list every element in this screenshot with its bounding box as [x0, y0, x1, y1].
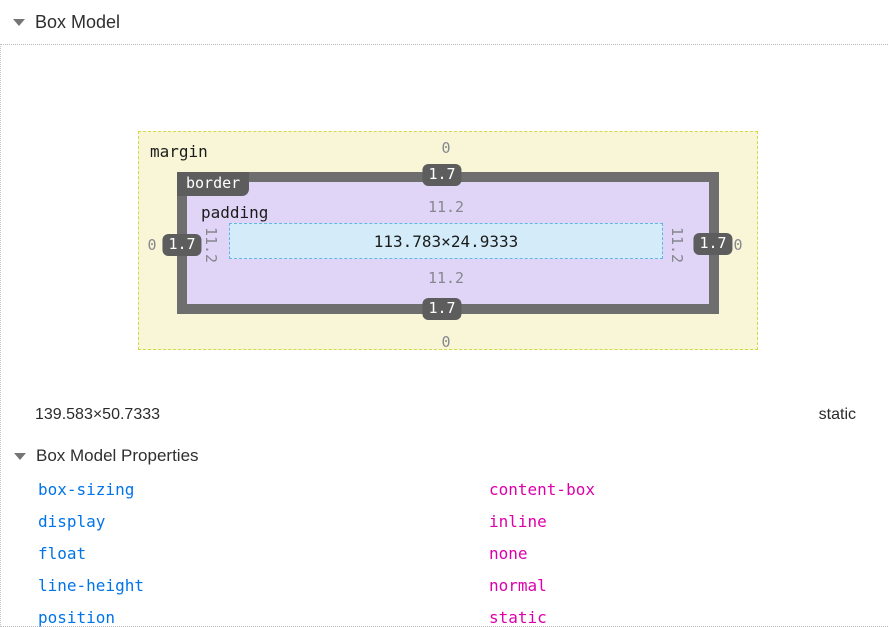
property-name: display	[38, 512, 106, 531]
border-top-value[interactable]: 1.7	[422, 164, 462, 186]
margin-right-value[interactable]: 0	[733, 236, 743, 254]
collapse-arrow-icon[interactable]	[13, 18, 25, 26]
padding-left-value[interactable]: 11.2	[202, 226, 220, 264]
box-model-section-header[interactable]: Box Model	[0, 0, 888, 44]
box-model-content: 113.783×24.9333 margin border padding 0 …	[0, 44, 888, 627]
margin-bottom-value[interactable]: 0	[441, 333, 451, 351]
collapse-arrow-icon[interactable]	[14, 452, 26, 460]
padding-right-value[interactable]: 11.2	[668, 226, 686, 264]
margin-left-value[interactable]: 0	[147, 236, 157, 254]
content-size-label: 113.783×24.9333	[373, 231, 519, 251]
padding-top-value[interactable]: 11.2	[427, 198, 465, 216]
element-size-label: 139.583×50.7333	[35, 406, 161, 423]
property-value: none	[489, 544, 528, 563]
border-left-value[interactable]: 1.7	[162, 234, 202, 256]
property-row: float none	[1, 544, 888, 576]
property-name: float	[38, 544, 87, 563]
section-title: Box Model	[35, 11, 121, 32]
property-name: box-sizing	[38, 480, 135, 499]
border-bottom-value[interactable]: 1.7	[422, 298, 462, 320]
content-region[interactable]: 113.783×24.9333	[229, 223, 663, 259]
property-value: inline	[489, 512, 547, 531]
margin-label: margin	[150, 142, 208, 161]
box-model-properties-header[interactable]: Box Model Properties	[1, 441, 888, 471]
property-row: line-height normal	[1, 576, 888, 608]
border-label: border	[177, 172, 250, 196]
element-position-label: static	[818, 406, 856, 423]
border-right-value[interactable]: 1.7	[693, 233, 733, 255]
property-value: static	[489, 608, 547, 627]
property-row: display inline	[1, 512, 888, 544]
properties-section-title: Box Model Properties	[36, 446, 199, 465]
property-name: line-height	[38, 576, 144, 595]
property-value: content-box	[489, 480, 595, 499]
property-row: position static	[1, 608, 888, 627]
property-value: normal	[489, 576, 547, 595]
padding-bottom-value[interactable]: 11.2	[427, 269, 465, 287]
property-row: box-sizing content-box	[1, 480, 888, 512]
margin-top-value[interactable]: 0	[441, 139, 451, 157]
padding-label: padding	[201, 203, 269, 222]
property-name: position	[38, 608, 116, 627]
